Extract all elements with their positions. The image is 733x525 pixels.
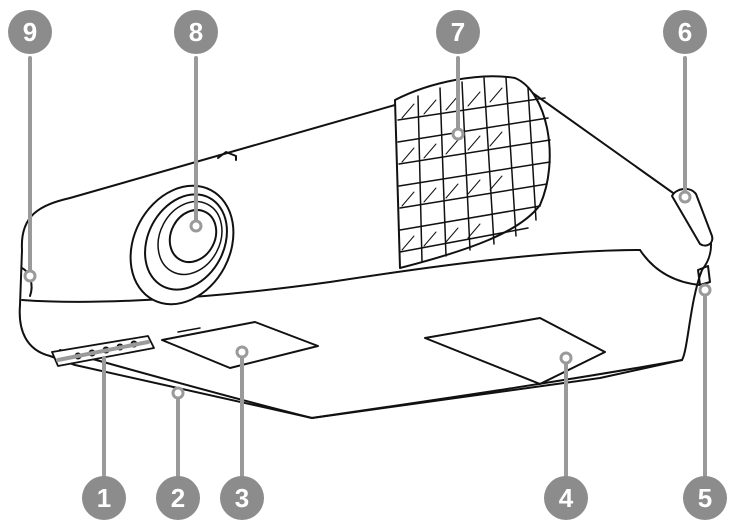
projector-illustration — [18, 75, 714, 419]
callout-2: 2 — [156, 476, 200, 520]
callout-6: 6 — [663, 10, 707, 54]
filter-cover-outline — [424, 317, 606, 385]
body-edge-line — [21, 249, 641, 303]
lens — [129, 184, 235, 306]
callouts: 1 2 3 4 5 6 7 8 — [8, 10, 727, 520]
callout-3: 3 — [220, 476, 264, 520]
svg-text:9: 9 — [23, 17, 37, 47]
leader-line-1-bracket — [56, 340, 150, 362]
svg-text:1: 1 — [97, 483, 111, 513]
callout-7: 7 — [436, 10, 480, 54]
callout-4: 4 — [544, 476, 588, 520]
lamp-cover-outline — [161, 321, 319, 369]
svg-text:7: 7 — [451, 17, 465, 47]
svg-text:5: 5 — [698, 483, 712, 513]
top-nub — [217, 151, 237, 161]
svg-text:3: 3 — [235, 483, 249, 513]
callout-9: 9 — [8, 10, 52, 54]
security-slot — [697, 265, 711, 286]
callout-1: 1 — [82, 476, 126, 520]
bottom-side-line — [311, 359, 683, 419]
rear-foot — [671, 188, 714, 247]
callout-8: 8 — [174, 10, 218, 54]
svg-text:4: 4 — [559, 483, 574, 513]
rear-corner-curve — [639, 249, 701, 286]
svg-text:8: 8 — [189, 17, 203, 47]
callout-5: 5 — [683, 476, 727, 520]
leader-lines — [28, 56, 707, 478]
leader-dots — [23, 127, 712, 400]
air-vent — [394, 75, 551, 269]
svg-text:6: 6 — [678, 17, 692, 47]
svg-text:2: 2 — [171, 483, 185, 513]
